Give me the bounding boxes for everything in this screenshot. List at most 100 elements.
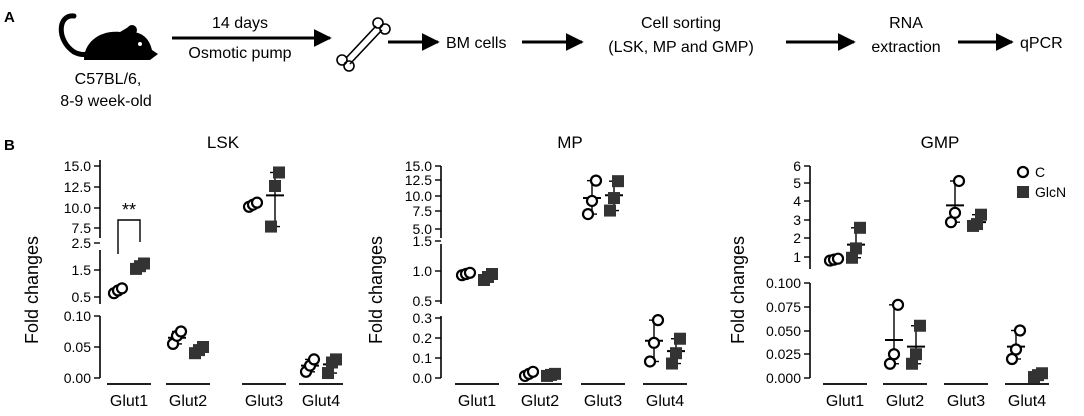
x-tick-label: Glut2 <box>886 393 924 410</box>
legend-marker-glcn <box>1017 186 1029 198</box>
extraction-label: extraction <box>871 39 940 56</box>
data-point-control <box>581 208 595 221</box>
y-tick-label: 2 <box>793 230 801 246</box>
y-tick-label: 1 <box>793 249 801 265</box>
y-tick-label: 0.5 <box>72 289 92 305</box>
data-point-control <box>948 206 962 219</box>
significance-bracket <box>117 219 141 254</box>
data-point-glcn <box>330 353 342 366</box>
data-point-glcn <box>604 204 616 217</box>
y-tick-label: 0.00 <box>64 370 91 386</box>
mouse-icon <box>58 13 158 60</box>
chart-title: GMP <box>921 133 960 152</box>
data-point-control <box>651 314 665 327</box>
data-point-glcn <box>612 175 624 188</box>
y-axis-label: Fold changes <box>366 236 386 344</box>
y-tick-label: 0.000 <box>766 370 801 386</box>
y-tick-label: 3 <box>793 212 801 228</box>
data-point-control <box>1013 324 1027 337</box>
mouse-strain-label: C57BL/6, <box>75 71 142 88</box>
x-tick-label: Glut3 <box>584 393 622 410</box>
bm-cells-label: BM cells <box>446 35 506 52</box>
y-tick-label: 5 <box>793 175 801 191</box>
data-point-glcn <box>854 221 866 234</box>
data-point-control <box>585 194 599 208</box>
data-point-glcn <box>910 348 922 361</box>
x-tick-label: Glut2 <box>521 393 559 410</box>
x-tick-label: Glut4 <box>646 393 684 410</box>
significance-label: ** <box>122 200 136 220</box>
y-tick-label: 7.5 <box>72 220 92 236</box>
data-point-glcn <box>674 332 686 345</box>
y-tick-label: 4 <box>793 193 801 209</box>
data-point-glcn <box>914 319 926 332</box>
y-tick-label: 0.100 <box>766 275 801 291</box>
mouse-age-label: 8-9 week-old <box>60 93 152 110</box>
bone-icon <box>336 17 391 72</box>
data-point-control <box>831 252 845 265</box>
data-point-control <box>174 325 188 338</box>
legend-item-glcn: GlcN <box>1017 184 1066 200</box>
data-point-glcn <box>608 192 620 205</box>
y-tick-label: 0.05 <box>64 339 91 355</box>
data-point-control <box>307 353 321 366</box>
y-tick-label: 0.5 <box>413 293 433 309</box>
data-point-control <box>463 266 477 279</box>
y-tick-label: 2.5 <box>72 235 92 251</box>
y-tick-label: 1.5 <box>72 262 92 278</box>
data-point-glcn <box>1036 367 1048 380</box>
data-point-control <box>1009 343 1023 356</box>
x-tick-label: Glut4 <box>302 393 340 410</box>
y-tick-label: 12.5 <box>405 172 432 188</box>
data-point-glcn <box>846 251 858 264</box>
data-point-glcn <box>269 180 281 192</box>
data-point-glcn <box>322 367 334 380</box>
data-point-control <box>647 336 661 349</box>
qpcr-label: qPCR <box>1020 35 1063 52</box>
panel-b: B C GlcN <box>4 137 1066 200</box>
chart-lsk: LSK Fold changes 0.00 0.05 0.10 0.5 1.5 2.57.5 1… <box>22 133 343 410</box>
y-tick-label: 10.0 <box>405 188 432 204</box>
legend-label-glcn: GlcN <box>1035 184 1066 200</box>
panel-a-label: A <box>4 9 15 26</box>
data-point-glcn <box>971 218 983 231</box>
data-point-glcn <box>975 208 987 221</box>
data-point-control <box>887 348 901 361</box>
x-tick-label: Glut1 <box>110 393 148 410</box>
panel-b-label: B <box>4 137 15 154</box>
data-point-control <box>643 355 657 368</box>
y-tick-label: 7.5 <box>413 203 433 219</box>
x-tick-label: Glut4 <box>1008 393 1046 410</box>
legend-label-control: C <box>1035 164 1045 180</box>
chart-title: LSK <box>207 133 240 152</box>
cell-sorting-detail: (LSK, MP and GMP) <box>608 39 754 56</box>
y-tick-label: 0.0 <box>413 370 433 386</box>
data-point-glcn <box>138 257 150 270</box>
legend-marker-control <box>1016 165 1030 179</box>
panel-a: A C57BL/6, 8-9 week-old 14 days Osmotic … <box>4 9 1063 110</box>
data-point-glcn <box>273 166 285 179</box>
data-point-glcn <box>666 357 678 370</box>
x-tick-label: Glut1 <box>826 393 864 410</box>
duration-label: 14 days <box>212 15 268 32</box>
rna-label: RNA <box>889 15 923 32</box>
y-axis-label: Fold changes <box>22 236 42 344</box>
data-point-control <box>952 174 966 188</box>
x-tick-label: Glut1 <box>458 393 496 410</box>
x-tick-label: Glut3 <box>245 393 283 410</box>
data-point-glcn <box>850 242 862 255</box>
data-point-control <box>589 174 603 187</box>
y-tick-label: 0.3 <box>413 310 433 326</box>
data-point-glcn <box>265 220 277 233</box>
legend: C GlcN <box>1016 164 1066 200</box>
data-point-control <box>250 196 264 209</box>
data-point-control <box>526 365 540 378</box>
y-tick-label: 12.5 <box>64 179 91 195</box>
data-point-glcn <box>197 341 209 353</box>
x-tick-label: Glut2 <box>169 393 207 410</box>
y-tick-label: 0.075 <box>766 299 801 315</box>
y-tick-label: 0.10 <box>64 308 91 324</box>
